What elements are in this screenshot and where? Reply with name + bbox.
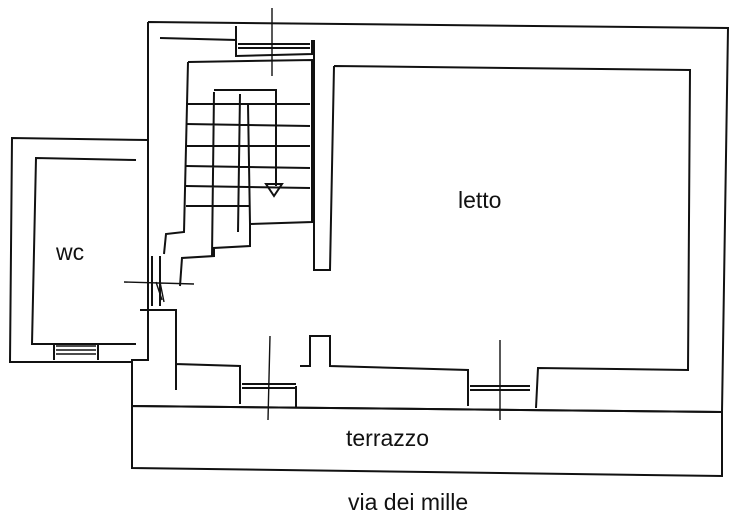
street-label: via dei mille xyxy=(348,489,468,515)
outer-wall xyxy=(131,21,730,414)
terrazzo-outline xyxy=(131,404,723,478)
inner-wall-bottom-left xyxy=(140,309,241,404)
wc-annex-outline xyxy=(8,136,149,363)
room-label-wc: wc xyxy=(55,239,84,265)
door-wc xyxy=(151,256,161,306)
inner-wall-top xyxy=(159,26,313,58)
door-top-stair xyxy=(238,43,310,49)
section-marks xyxy=(123,8,501,421)
letto-room-wall xyxy=(313,40,692,409)
room-label-terrazzo: terrazzo xyxy=(346,425,429,451)
wc-window-icon xyxy=(56,345,96,355)
room-label-letto: letto xyxy=(458,187,501,213)
stair-handrail xyxy=(214,89,277,225)
stair-arrow-icon xyxy=(264,183,284,198)
inner-wall-bottom xyxy=(295,335,469,408)
